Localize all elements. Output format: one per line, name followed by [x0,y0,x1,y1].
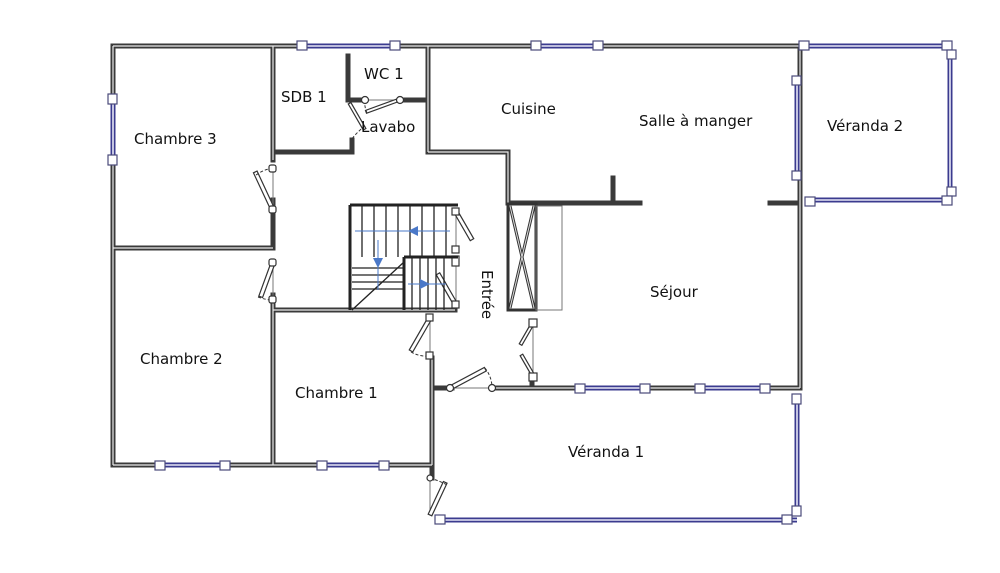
room-label-salle-a-manger: Salle à manger [639,112,753,130]
room-label-sejour: Séjour [650,283,698,301]
staircase [348,203,458,311]
window-jambs [107,40,957,525]
cupboard [506,202,563,312]
door-chambre2 [257,258,277,304]
room-label-chambre2: Chambre 2 [140,350,223,368]
door-entree-veranda1 [445,366,497,393]
room-label-veranda2: Véranda 2 [827,117,904,135]
windows [110,43,953,523]
door-wc1 [360,95,405,115]
room-label-sdb1: SDB 1 [281,88,327,106]
room-label-cuisine: Cuisine [501,100,556,118]
room-label-wc1: WC 1 [364,65,404,83]
door-chambre1 [408,313,434,360]
door-chambre3 [252,164,277,214]
doors [252,95,538,517]
room-label-chambre3: Chambre 3 [134,130,217,148]
room-label-veranda1: Véranda 1 [568,443,645,461]
door-entree-sejour [518,318,538,382]
door-sdb1 [347,101,367,140]
door-stair-upper [451,207,475,254]
door-stair-lower [435,255,460,309]
room-label-entree: Entrée [478,270,496,320]
room-label-lavabo: Lavabo [361,118,416,136]
room-label-chambre1: Chambre 1 [295,384,378,402]
door-veranda1-exterior [426,474,448,517]
